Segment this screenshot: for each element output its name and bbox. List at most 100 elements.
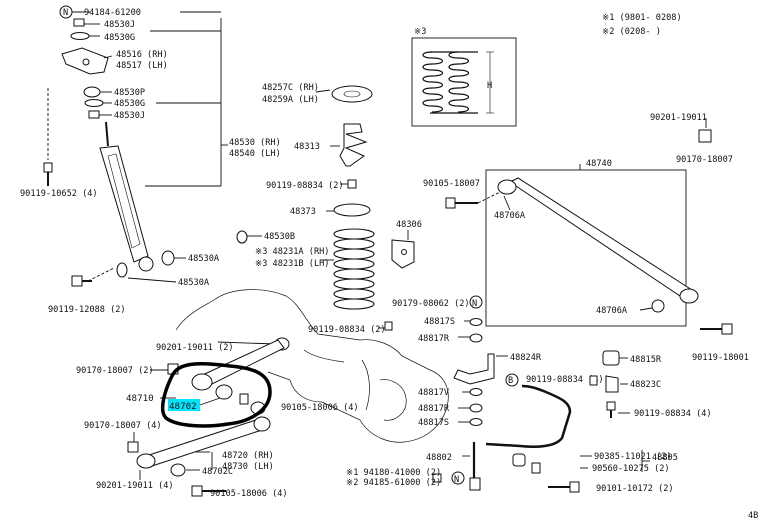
label-90201-19011-r: 90201-19011 [650, 113, 707, 123]
bushing-48702-b-icon [215, 384, 233, 400]
label-48540-lh: 48540 (LH) [229, 149, 281, 159]
bolt-right-icon [700, 323, 733, 335]
highlight-circle [160, 361, 272, 428]
label-90119-08834-b: 90119-08834 (2) [308, 325, 386, 335]
shock-eye-icon [138, 256, 154, 272]
nut-right-icon [698, 129, 712, 143]
label-48720: 48720 (RH) [222, 451, 274, 461]
label-90385-11021: 90385-11021 (2) [594, 452, 672, 462]
label-48530A-a: 48530A [188, 254, 220, 264]
label-90101-10172: 90101-10172 (2) [596, 484, 674, 494]
coil-spring-group: 48257C (RH) 48259A (LH) 48313 90119-0883… [255, 83, 393, 335]
nut-icon [73, 18, 85, 27]
label-48373: 48373 [290, 207, 316, 217]
b-mark: B [508, 376, 513, 386]
label-48259A: 48259A (LH) [262, 95, 319, 105]
nut-mid-icon [88, 110, 100, 119]
coil-spring-icon [333, 228, 375, 310]
label-48530J-top: 48530J [104, 20, 135, 30]
bolt-spring-icon [384, 321, 393, 331]
stabilizer-group: N 90179-08062 (2) 48817S 48817R 48824R 4… [346, 295, 712, 494]
arm-bushing-lower-icon [136, 453, 156, 469]
bushing-upper-icon [497, 179, 517, 195]
washer-mid-icon [84, 99, 104, 107]
shock-absorber-body [99, 145, 149, 263]
label-90560-10275: 90560-10275 (2) [592, 464, 670, 474]
label-48517: 48517 (LH) [116, 61, 168, 71]
label-48530G-top: 48530G [104, 33, 135, 43]
bushing-lower-icon [679, 288, 699, 304]
label-90105-18007: 90105-18007 [423, 179, 480, 189]
label-48730: 48730 (LH) [222, 462, 274, 472]
label-48530-rh: 48530 (RH) [229, 138, 281, 148]
bolt-arm-icon [191, 485, 226, 497]
label-90201-19011-a: 90201-19011 (2) [156, 343, 234, 353]
label-48706A-a: 48706A [494, 211, 526, 221]
label-48817R-b: 48817R [418, 404, 450, 414]
label-48516: 48516 (RH) [116, 50, 168, 60]
note-2: ※2 (0208- ) [602, 27, 661, 37]
bolt-lower-icon [71, 275, 92, 287]
label-90179-08062: 90179-08062 (2) [392, 299, 470, 309]
label-48815R: 48815R [630, 355, 662, 365]
lateral-rod-group: 48740 48706A 48706A 90105-18007 90201-19… [423, 113, 749, 363]
label-90119-08834-a: 90119-08834 (2) [266, 181, 344, 191]
n-mark-top: N [63, 8, 68, 18]
spring-detail-tag: ※3 [414, 27, 426, 37]
label-90170-18007-b: 90170-18007 (4) [84, 421, 162, 431]
shock-absorber-group: N 94184-61200 48530J 48530G 48516 (RH) 4… [20, 5, 295, 315]
corner-code: 4B [748, 511, 758, 521]
label-48817S-b: 48817S [418, 418, 449, 428]
label-48823C: 48823C [630, 380, 661, 390]
label-90170-18007-a: 90170-18007 (2) [76, 366, 154, 376]
bushing-48805-icon [512, 453, 526, 467]
label-48817R-a: 48817R [418, 334, 450, 344]
label-90119-08834-c: 90119-08834 (4) [526, 375, 604, 385]
label-90105-18006-b: 90105-18006 (4) [210, 489, 288, 499]
label-48306: 48306 [396, 220, 422, 230]
cushion-upper-icon [83, 86, 101, 98]
label-90119-12088: 90119-12088 (2) [48, 305, 126, 315]
label-48702[interactable]: 48702 [169, 401, 197, 412]
label-90119-18001: 90119-18001 [692, 353, 749, 363]
label-48530G-mid: 48530G [114, 99, 145, 109]
bolt-48805-icon [548, 481, 580, 493]
label-90201-19011-b: 90201-19011 (4) [96, 481, 174, 491]
cushion-48530B-icon [236, 230, 248, 244]
label-90119-08834-d: 90119-08834 (4) [634, 409, 712, 419]
label-48817S-a: 48817S [424, 317, 455, 327]
cushion-lower-icon [116, 262, 128, 278]
label-48817V: 48817V [418, 388, 449, 398]
bolt-stopper-icon [347, 179, 357, 189]
note-1: ※1 (9801- 0208) [602, 13, 682, 23]
highlight-48702 [168, 399, 200, 411]
label-90119-10652: 90119-10652 (4) [20, 189, 98, 199]
label-48231A: ※3 48231A (RH) [255, 247, 329, 257]
label-48706A-b: 48706A [596, 306, 628, 316]
label-94184-61200: 94184-61200 [84, 8, 141, 18]
label-48231B: ※3 48231B (LH) [255, 259, 329, 269]
label-48802: 48802 [426, 453, 452, 463]
stabilizer-bracket-icon-2 [605, 375, 619, 393]
lateral-control-rod [509, 177, 693, 301]
label-48530B: 48530B [264, 232, 295, 242]
label-48805: 48805 [652, 453, 678, 463]
insulator-icon [333, 203, 371, 217]
n-mark-mid: N [472, 299, 477, 309]
label-48530P: 48530P [114, 88, 145, 98]
axle-housing-outline [175, 289, 449, 443]
bushing-48702-a-icon [191, 373, 213, 391]
bracket-48306-group: 48306 [391, 220, 422, 269]
label-94180: ※1 94180-41000 (2) [346, 468, 441, 478]
stabilizer-bushing-icon [602, 350, 620, 366]
label-48313: 48313 [294, 142, 320, 152]
bolt-icon [43, 162, 53, 186]
spring-detail-box: ※3 H [411, 27, 517, 127]
control-arm-group: 90201-19011 (2) 90170-18007 (2) 48710 48… [76, 337, 359, 499]
washer-icon [70, 32, 90, 40]
n-mark-bot: N [454, 475, 459, 485]
stabilizer-link-icon [453, 353, 495, 385]
label-48257C: 48257C (RH) [262, 83, 319, 93]
label-48530J-mid: 48530J [114, 111, 145, 121]
label-94185: ※2 94185-61000 (2) [346, 478, 441, 488]
